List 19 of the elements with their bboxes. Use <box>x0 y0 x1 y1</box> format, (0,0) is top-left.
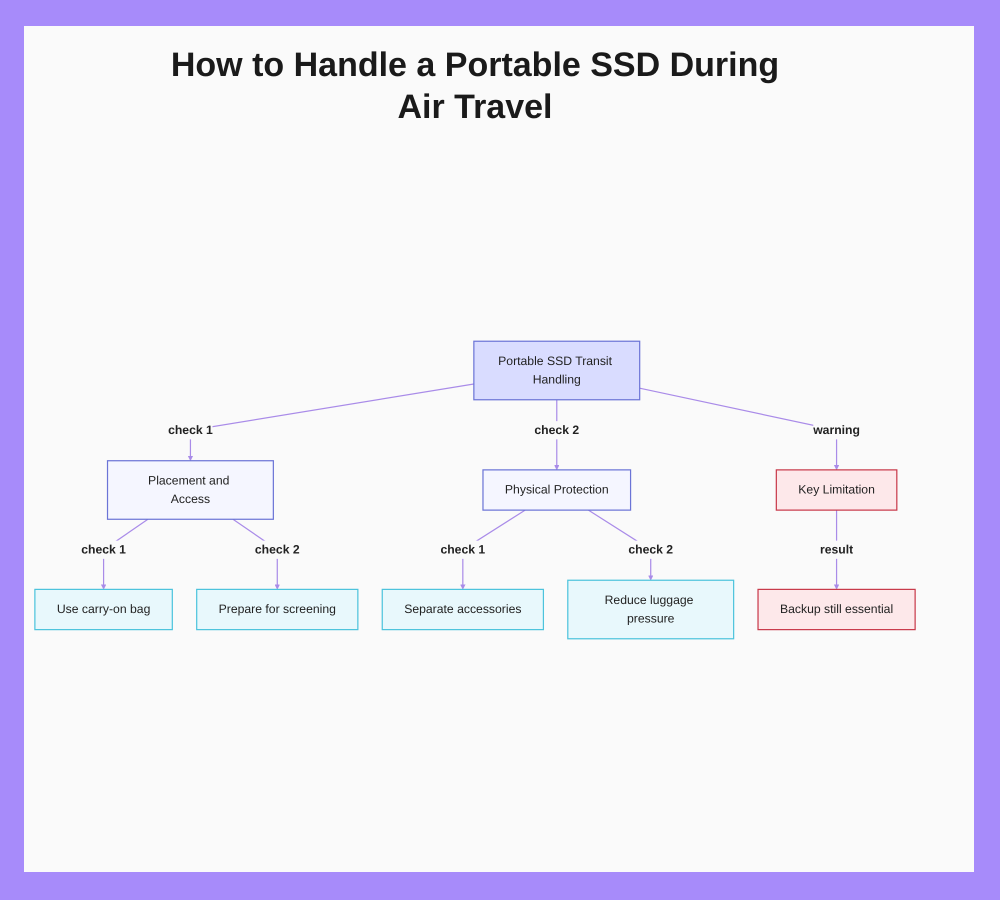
node-box: Key Limitation <box>776 469 898 511</box>
edge-label: check 2 <box>628 543 674 556</box>
node-box: Separate accessories <box>382 588 544 630</box>
node-box: Physical Protection <box>482 469 632 511</box>
edge-label: check 2 <box>534 424 580 437</box>
node-box: Use carry-on bag <box>34 588 173 630</box>
edge-label: check 1 <box>168 424 213 437</box>
node-box: Backup still essential <box>757 588 916 630</box>
arrow <box>188 383 474 461</box>
node-box: Portable SSD Transit Handling <box>473 340 640 400</box>
edge-label: warning <box>813 424 860 437</box>
edge-label: check 1 <box>81 543 126 556</box>
node-box: Placement and Access <box>106 460 274 520</box>
edge-label: check 2 <box>254 543 300 556</box>
node-box: Reduce luggage pressure <box>567 580 734 640</box>
diagram-title: How to Handle a Portable SSD During Air Travel <box>170 45 780 128</box>
node-box: Prepare for screening <box>196 588 358 630</box>
edge-label: check 1 <box>440 543 486 556</box>
edge-label: result <box>820 543 854 556</box>
